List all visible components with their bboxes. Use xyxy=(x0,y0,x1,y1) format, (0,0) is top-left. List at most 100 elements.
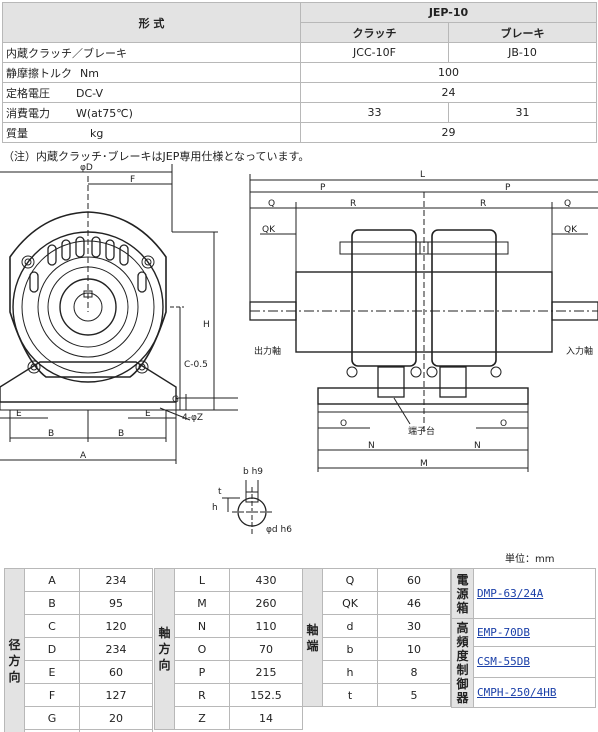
row-unit: DC-V xyxy=(76,86,104,100)
row-unit: Nm xyxy=(80,66,99,80)
dim-code: O xyxy=(174,637,230,661)
dim-code: t xyxy=(322,683,378,707)
dim-code: Z xyxy=(174,706,230,730)
related-products-table: 電源箱 DMP-63/24A 高頻度制御器 EMP-70DB CSM-55DB … xyxy=(451,568,596,709)
dim-code: D xyxy=(24,637,80,661)
radial-group-label: 径方向 xyxy=(4,568,25,732)
spec-note: （注）内蔵クラッチ･ブレーキはJEP専用仕様となっています。 xyxy=(3,150,310,163)
label-t: t xyxy=(218,487,222,497)
dim-value: 60 xyxy=(79,660,153,684)
header-clutch: クラッチ xyxy=(300,22,449,43)
dim-value: 234 xyxy=(79,637,153,661)
dim-value: 215 xyxy=(229,660,303,684)
clutch-power: 33 xyxy=(300,102,449,123)
dim-code: Q xyxy=(322,568,378,592)
label-QK2: QK xyxy=(564,225,578,235)
dim-code: h xyxy=(322,660,378,684)
dim-code: N xyxy=(174,614,230,638)
dim-value: 5 xyxy=(377,683,451,707)
label-R: R xyxy=(350,199,356,209)
dim-value: 127 xyxy=(79,683,153,707)
dim-code: G xyxy=(24,706,80,730)
label-F: F xyxy=(130,175,135,185)
shaft-group-label: 軸端 xyxy=(302,568,323,707)
row-unit: W(at75℃) xyxy=(76,106,133,120)
spec-row-voltage: 定格電圧 DC-V 24 xyxy=(2,82,598,103)
label-E: E xyxy=(16,409,22,419)
link-cmph-250-4hb[interactable]: CMPH-250/4HB xyxy=(477,685,557,699)
brake-model: JB-10 xyxy=(447,42,598,63)
axial-group-label: 軸方向 xyxy=(154,568,175,730)
dim-code: R xyxy=(174,683,230,707)
dim-value: 8 xyxy=(377,660,451,684)
dim-code: C xyxy=(24,614,80,638)
dim-value: 70 xyxy=(229,637,303,661)
power-box-group-label: 電源箱 xyxy=(451,568,474,619)
row-label: 内蔵クラッチ／ブレーキ xyxy=(6,46,127,60)
label-M: M xyxy=(420,459,428,469)
clutch-model: JCC-10F xyxy=(300,42,449,63)
link-dmp-63-24a[interactable]: DMP-63/24A xyxy=(477,587,544,600)
dim-code: E xyxy=(24,660,80,684)
dim-value: 234 xyxy=(79,568,153,592)
label-phiD: φD xyxy=(80,163,93,173)
label-A: A xyxy=(80,451,87,461)
label-phidh6: φd h6 xyxy=(266,525,292,535)
label-R2: R xyxy=(480,199,486,209)
dim-value: 60 xyxy=(377,568,451,592)
front-view xyxy=(0,164,238,464)
label-QK: QK xyxy=(262,225,276,235)
dim-value: 30 xyxy=(377,614,451,638)
header-brake: ブレーキ xyxy=(447,22,598,43)
dim-value: 95 xyxy=(79,591,153,615)
dim-value: 152.5 xyxy=(229,683,303,707)
link-csm-55db[interactable]: CSM-55DB xyxy=(477,655,530,669)
link-emp-70db[interactable]: EMP-70DB xyxy=(477,626,530,640)
label-H: H xyxy=(203,320,210,330)
label-terminal-block: 端子台 xyxy=(408,425,435,437)
dim-value: 120 xyxy=(79,614,153,638)
dim-value: 110 xyxy=(229,614,303,638)
label-B2: B xyxy=(118,429,124,439)
dimension-drawing: φD F H C-0.5 E E G 4-φZ B B A L P P Q R … xyxy=(0,162,598,550)
label-output-shaft: 出力軸 xyxy=(254,345,281,357)
label-N: N xyxy=(368,441,375,451)
dim-value: 14 xyxy=(229,706,303,730)
label-E2: E xyxy=(145,409,151,419)
spec-table: 形 式 JEP-10 クラッチ ブレーキ 内蔵クラッチ／ブレーキ JCC-10F… xyxy=(2,2,598,143)
label-P2: P xyxy=(505,183,511,193)
dim-code: B xyxy=(24,591,80,615)
dim-value: 20 xyxy=(79,706,153,730)
dim-code: A xyxy=(24,568,80,592)
dim-value: 237 xyxy=(79,729,153,732)
spec-row-model: 内蔵クラッチ／ブレーキ JCC-10F JB-10 xyxy=(2,42,598,63)
row-label: 定格電圧 xyxy=(6,86,50,100)
row-label: 質量 xyxy=(6,126,28,140)
label-h: h xyxy=(212,503,218,513)
row-unit: kg xyxy=(90,126,104,140)
dim-code: M xyxy=(174,591,230,615)
shaft-section xyxy=(222,480,272,534)
label-input-shaft: 入力軸 xyxy=(566,345,593,357)
dim-code: b xyxy=(322,637,378,661)
voltage-value: 24 xyxy=(299,82,598,103)
controller-group-label: 高頻度制御器 xyxy=(451,618,474,708)
header-form: 形 式 xyxy=(2,2,301,43)
dim-value: 430 xyxy=(229,568,303,592)
label-O2: O xyxy=(500,419,507,429)
dim-code: d xyxy=(322,614,378,638)
label-G: G xyxy=(172,395,179,405)
dim-value: 46 xyxy=(377,591,451,615)
label-C: C-0.5 xyxy=(184,360,208,370)
torque-value: 100 xyxy=(299,62,598,83)
dim-value: 260 xyxy=(229,591,303,615)
brake-power: 31 xyxy=(447,102,598,123)
label-O: O xyxy=(340,419,347,429)
header-model: JEP-10 xyxy=(299,2,598,23)
